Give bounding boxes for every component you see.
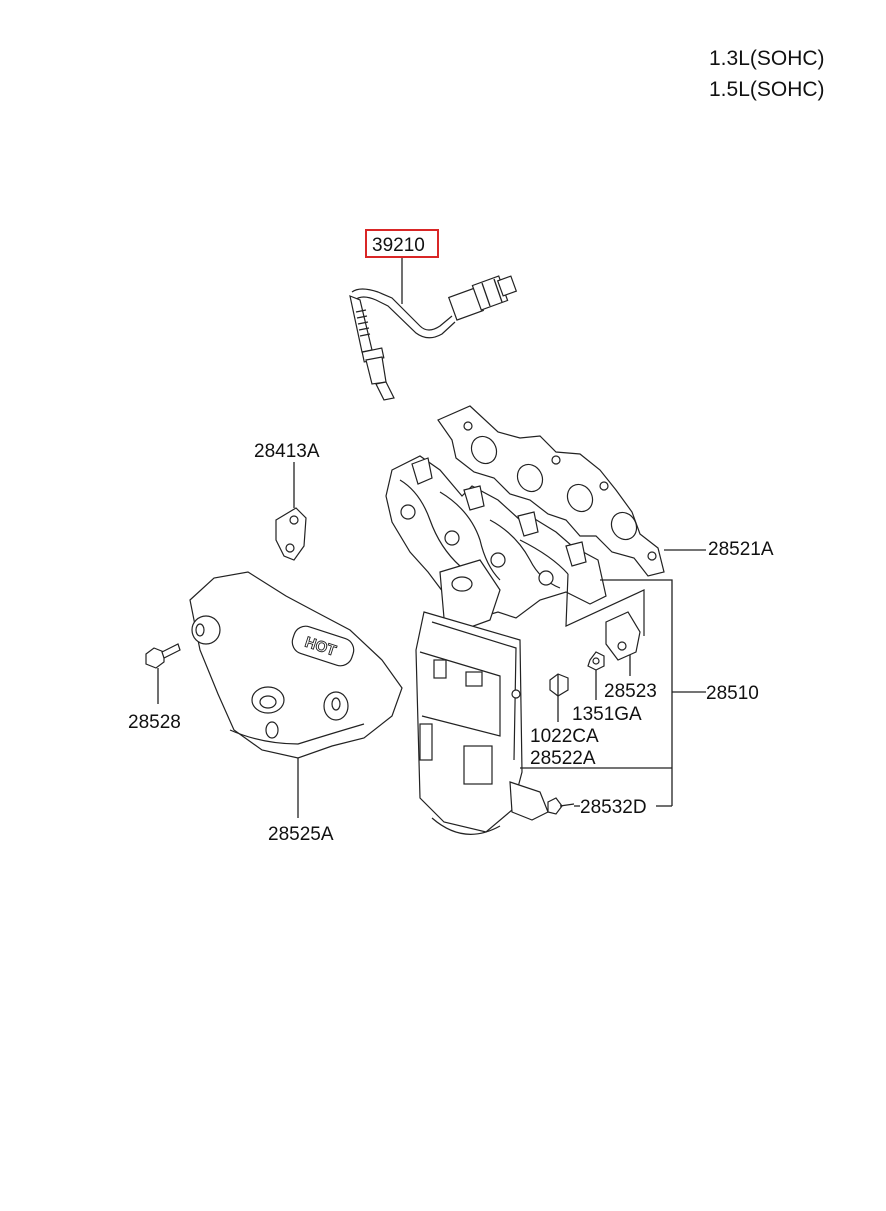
sensor-bracket[interactable]: [275, 507, 307, 561]
part-label-28413A[interactable]: 28413A: [254, 441, 320, 462]
highlight-box-39210: [365, 229, 439, 258]
part-label-28522A[interactable]: 28522A: [530, 748, 596, 769]
part-label-39210[interactable]: 39210: [372, 235, 425, 256]
part-label-28528[interactable]: 28528: [128, 712, 181, 733]
sensor-connector: [447, 275, 518, 321]
washer[interactable]: [587, 651, 605, 671]
shield-bolt[interactable]: [145, 643, 181, 669]
part-label-28532D[interactable]: 28532D: [580, 797, 647, 818]
part-label-28521A[interactable]: 28521A: [708, 539, 774, 560]
lower-bolt[interactable]: [547, 797, 575, 815]
oxygen-sensor[interactable]: [349, 275, 518, 401]
engine-variant-1: 1.3L(SOHC): [709, 47, 825, 70]
part-label-1022CA[interactable]: 1022CA: [530, 726, 599, 747]
engine-variant-2: 1.5L(SOHC): [709, 78, 825, 101]
manifold-gasket[interactable]: [437, 405, 665, 577]
part-label-28525A[interactable]: 28525A: [268, 824, 334, 845]
part-label-28510[interactable]: 28510: [706, 683, 759, 704]
sensor-probe: [349, 295, 395, 401]
part-label-28523[interactable]: 28523: [604, 681, 657, 702]
nut[interactable]: [549, 673, 569, 697]
heat-shield[interactable]: HOT: [189, 571, 403, 759]
leader-28510-top: [600, 579, 673, 806]
exhaust-manifold[interactable]: [385, 455, 607, 835]
manifold-stay[interactable]: [565, 573, 645, 661]
part-label-1351GA[interactable]: 1351GA: [572, 704, 642, 725]
